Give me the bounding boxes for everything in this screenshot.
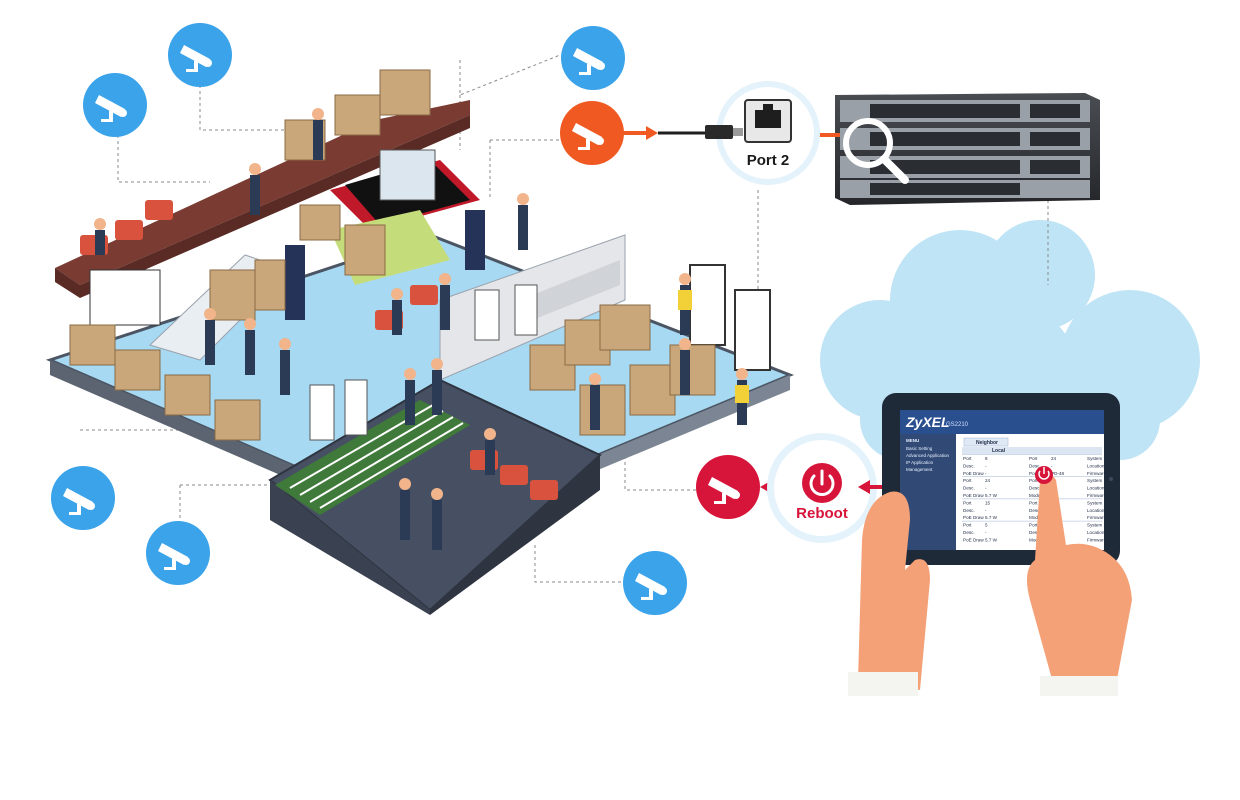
table-cell: Port: [1029, 478, 1038, 483]
camera-icon: [51, 466, 115, 530]
table-cell: System: [1087, 523, 1102, 528]
table-cell: Firmware: [1087, 471, 1107, 476]
reboot-label: Reboot: [796, 505, 848, 522]
tablet-section-local: Local: [992, 448, 1006, 454]
camera-icon: [168, 23, 232, 87]
table-cell: Desc.: [963, 486, 975, 491]
tablet-model: GS2210: [946, 422, 969, 428]
right-hand: [1026, 474, 1132, 696]
table-cell: Firmware: [1087, 515, 1107, 520]
tablet-brand: ZyXEL: [905, 414, 950, 430]
camera-icon-rebooting: [696, 455, 760, 519]
left-hand: [848, 491, 930, 696]
table-cell: Model: [1029, 493, 1042, 498]
camera-icon-highlighted: [560, 101, 624, 165]
connection-lines: [80, 54, 1049, 583]
table-cell: Desc.: [1029, 530, 1041, 535]
tablet-menu-management[interactable]: Management: [906, 467, 933, 472]
table-cell: Port: [1029, 500, 1038, 505]
table-cell: 8: [985, 456, 988, 461]
sofas: [80, 200, 558, 500]
table-cell: -: [985, 486, 987, 491]
table-cell: Port: [963, 500, 972, 505]
table-cell: PoE Draw: [963, 537, 984, 542]
table-cell: PD-48: [1051, 471, 1064, 476]
table-cell: Firmware: [1087, 493, 1107, 498]
ethernet-cable: [622, 125, 743, 140]
arrow-tablet-to-reboot: [858, 480, 885, 494]
camera-icon: [561, 26, 625, 90]
table-cell: 24: [1051, 456, 1057, 461]
table-cell: -: [1051, 463, 1053, 468]
table-cell: Desc.: [1029, 463, 1041, 468]
tablet-menu-ip[interactable]: IP Application: [906, 460, 934, 465]
table-cell: Location: [1087, 530, 1105, 535]
table-cell: System: [1087, 478, 1102, 483]
table-cell: -: [985, 530, 987, 535]
table-cell: Desc.: [963, 463, 975, 468]
table-cell: Port: [1029, 471, 1038, 476]
port-indicator: Port 2: [716, 81, 820, 185]
table-cell: Port: [963, 478, 972, 483]
table-cell: Model: [1029, 537, 1042, 542]
camera-icon: [146, 521, 210, 585]
table-cell: Desc.: [1029, 486, 1041, 491]
table-cell: Desc.: [963, 530, 975, 535]
table-cell: PoE Draw: [963, 471, 984, 476]
camera-icon: [623, 551, 687, 615]
reboot-indicator: Reboot: [767, 433, 877, 543]
table-cell: 5.7 W: [985, 537, 998, 542]
table-cell: System: [1087, 500, 1102, 505]
table-cell: 15: [985, 500, 991, 505]
tablet-power-button[interactable]: [1035, 466, 1053, 484]
table-cell: 24: [985, 478, 991, 483]
table-cell: Desc.: [963, 508, 975, 513]
table-cell: 5.7 W: [985, 493, 998, 498]
camera-icon: [83, 73, 147, 137]
table-cell: -: [985, 471, 987, 476]
table-cell: Location: [1087, 508, 1105, 513]
table-cell: -: [985, 463, 987, 468]
table-cell: Port: [963, 456, 972, 461]
building-floorplan: [45, 100, 795, 615]
tablet-menu-basic[interactable]: Basic Setting: [906, 446, 933, 451]
table-cell: Port: [963, 523, 972, 528]
tablet: ZyXEL GS2210 MENU Basic Setting Advanced…: [882, 393, 1120, 565]
tablet-menu-title: MENU: [906, 438, 919, 443]
table-cell: PoE Draw: [963, 515, 984, 520]
tablet-menu-advanced[interactable]: Advanced Application: [906, 453, 950, 458]
table-cell: 5.7 W: [985, 515, 998, 520]
network-switch-stack: [835, 93, 1100, 205]
table-cell: Port: [1029, 523, 1038, 528]
table-cell: Desc.: [1029, 508, 1041, 513]
table-cell: PoE Draw: [963, 493, 984, 498]
table-cell: -: [985, 508, 987, 513]
table-cell: Location: [1087, 486, 1105, 491]
people: [94, 108, 749, 550]
table-cell: Model: [1029, 515, 1042, 520]
tablet-tab-neighbor[interactable]: Neighbor: [976, 440, 998, 446]
table-cell: Location: [1087, 463, 1105, 468]
table-cell: System: [1087, 456, 1102, 461]
table-cell: Port: [1029, 456, 1038, 461]
bookshelves: [69, 69, 716, 441]
table-cell: 5: [985, 523, 988, 528]
port-label: Port 2: [747, 152, 790, 169]
table-cell: Firmware: [1087, 537, 1107, 542]
